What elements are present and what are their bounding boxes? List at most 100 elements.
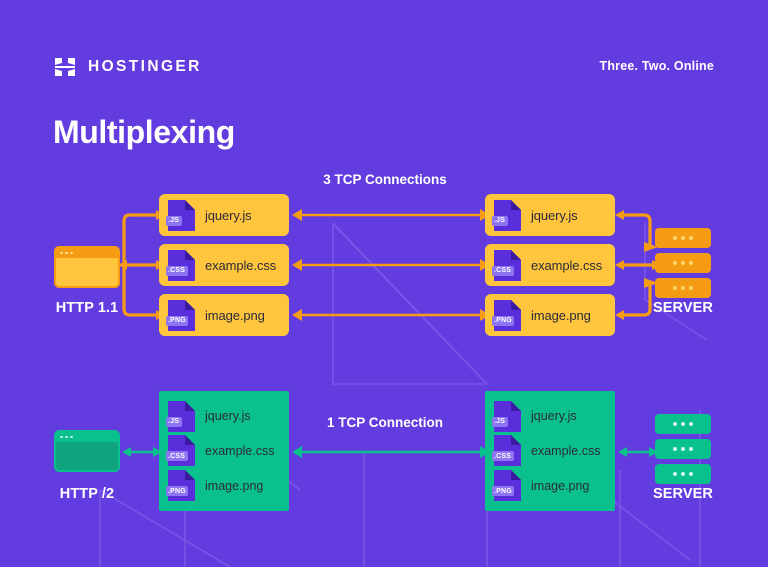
file-name: image.png	[531, 307, 591, 323]
file-row[interactable]: .CSS example.css	[492, 435, 615, 467]
file-name: example.css	[205, 443, 275, 458]
server-dot-icon	[689, 236, 693, 240]
server-dot-icon	[689, 286, 693, 290]
client-browser-http1[interactable]	[54, 246, 120, 288]
client-file-card[interactable]: .PNG image.png	[159, 294, 289, 336]
server-dot-icon	[673, 286, 677, 290]
file-extension-badge: .JS	[492, 416, 508, 427]
file-extension-badge: .JS	[166, 416, 182, 427]
file-extension-badge: .CSS	[166, 265, 188, 276]
client-file-group-http2[interactable]: .JS jquery.js .CSS example.css .PNG	[159, 391, 289, 511]
server-file-card[interactable]: .PNG image.png	[485, 294, 615, 336]
browser-titlebar	[56, 248, 118, 258]
server-label-http1: SERVER	[653, 300, 713, 316]
server-bay[interactable]	[655, 439, 711, 459]
brand-logo[interactable]: HOSTINGER	[53, 55, 202, 79]
file-png-icon: .PNG	[492, 470, 521, 502]
server-bay[interactable]	[655, 253, 711, 273]
page-title: Multiplexing	[53, 114, 235, 150]
file-extension-badge: .CSS	[166, 451, 188, 462]
server-bay[interactable]	[655, 228, 711, 248]
browser-titlebar	[56, 432, 118, 442]
file-name: jquery.js	[205, 409, 251, 424]
tcp-connection-arrow-http2	[292, 446, 490, 458]
file-js-icon: .JS	[166, 400, 195, 432]
file-name: jquery.js	[531, 207, 578, 223]
file-extension-badge: .CSS	[492, 265, 514, 276]
tagline: Three. Two. Online	[599, 59, 714, 73]
file-css-icon: .CSS	[492, 249, 521, 281]
file-name: example.css	[205, 257, 277, 273]
server-bay[interactable]	[655, 464, 711, 484]
file-js-icon: .JS	[166, 199, 195, 231]
browser-screen	[56, 258, 118, 286]
file-row[interactable]: .JS jquery.js	[166, 400, 289, 432]
header: HOSTINGER Three. Two. Online	[0, 0, 768, 100]
server-dot-icon	[689, 447, 693, 451]
file-png-icon: .PNG	[492, 299, 521, 331]
file-row[interactable]: .PNG image.png	[492, 470, 615, 502]
server-bay[interactable]	[655, 414, 711, 434]
browser-dot-icon	[60, 251, 63, 255]
file-css-icon: .CSS	[166, 249, 195, 281]
server-dot-icon	[681, 447, 685, 451]
server-dot-icon	[681, 422, 685, 426]
file-js-icon: .JS	[492, 400, 521, 432]
client-file-card[interactable]: .JS jquery.js	[159, 194, 289, 236]
browser-dot-icon	[60, 435, 63, 439]
file-extension-badge: .PNG	[166, 315, 189, 326]
file-png-icon: .PNG	[166, 470, 195, 502]
file-png-icon: .PNG	[166, 299, 195, 331]
browser-dot-icon	[70, 435, 73, 439]
file-css-icon: .CSS	[166, 435, 195, 467]
server-dot-icon	[681, 286, 685, 290]
file-extension-badge: .CSS	[492, 451, 514, 462]
protocol-label-http2: HTTP /2	[59, 486, 115, 502]
file-name: jquery.js	[531, 409, 577, 424]
server-dot-icon	[673, 236, 677, 240]
file-extension-badge: .PNG	[492, 315, 515, 326]
connection-label-http1: 3 TCP Connections	[323, 172, 447, 187]
server-connection-arrow-http2	[618, 447, 658, 457]
file-extension-badge: .JS	[166, 215, 182, 226]
server-dot-icon	[681, 472, 685, 476]
protocol-label-http1: HTTP 1.1	[55, 300, 119, 316]
client-connection-arrow-http2	[122, 447, 162, 457]
server-bay[interactable]	[655, 278, 711, 298]
file-row[interactable]: .JS jquery.js	[492, 400, 615, 432]
server-label-http2: SERVER	[653, 486, 713, 502]
file-extension-badge: .JS	[492, 215, 508, 226]
server-file-card[interactable]: .JS jquery.js	[485, 194, 615, 236]
server-rack-http2[interactable]	[655, 414, 711, 484]
browser-dot-icon	[65, 251, 68, 255]
server-dot-icon	[689, 261, 693, 265]
tcp-connection-arrows-http1	[292, 209, 490, 321]
hostinger-h-logo-icon	[53, 55, 77, 79]
server-dot-icon	[673, 261, 677, 265]
file-row[interactable]: .PNG image.png	[166, 470, 289, 502]
browser-dot-icon	[70, 251, 73, 255]
server-file-group-http2[interactable]: .JS jquery.js .CSS example.css .PNG	[485, 391, 615, 511]
server-dot-icon	[681, 236, 685, 240]
file-css-icon: .CSS	[492, 435, 521, 467]
server-dot-icon	[673, 472, 677, 476]
server-dot-icon	[689, 422, 693, 426]
file-name: jquery.js	[205, 207, 252, 223]
file-name: example.css	[531, 443, 601, 458]
server-dot-icon	[689, 472, 693, 476]
client-browser-http2[interactable]	[54, 430, 120, 472]
server-dot-icon	[673, 447, 677, 451]
server-file-card[interactable]: .CSS example.css	[485, 244, 615, 286]
server-dot-icon	[673, 422, 677, 426]
server-rack-http1[interactable]	[655, 228, 711, 298]
file-name: image.png	[205, 478, 264, 493]
server-dot-icon	[681, 261, 685, 265]
file-row[interactable]: .CSS example.css	[166, 435, 289, 467]
connection-label-http2: 1 TCP Connection	[326, 415, 443, 430]
client-file-card[interactable]: .CSS example.css	[159, 244, 289, 286]
brand-name: HOSTINGER	[88, 58, 202, 75]
browser-dot-icon	[65, 435, 68, 439]
file-name: image.png	[531, 478, 590, 493]
file-js-icon: .JS	[492, 199, 521, 231]
browser-screen	[56, 442, 118, 470]
